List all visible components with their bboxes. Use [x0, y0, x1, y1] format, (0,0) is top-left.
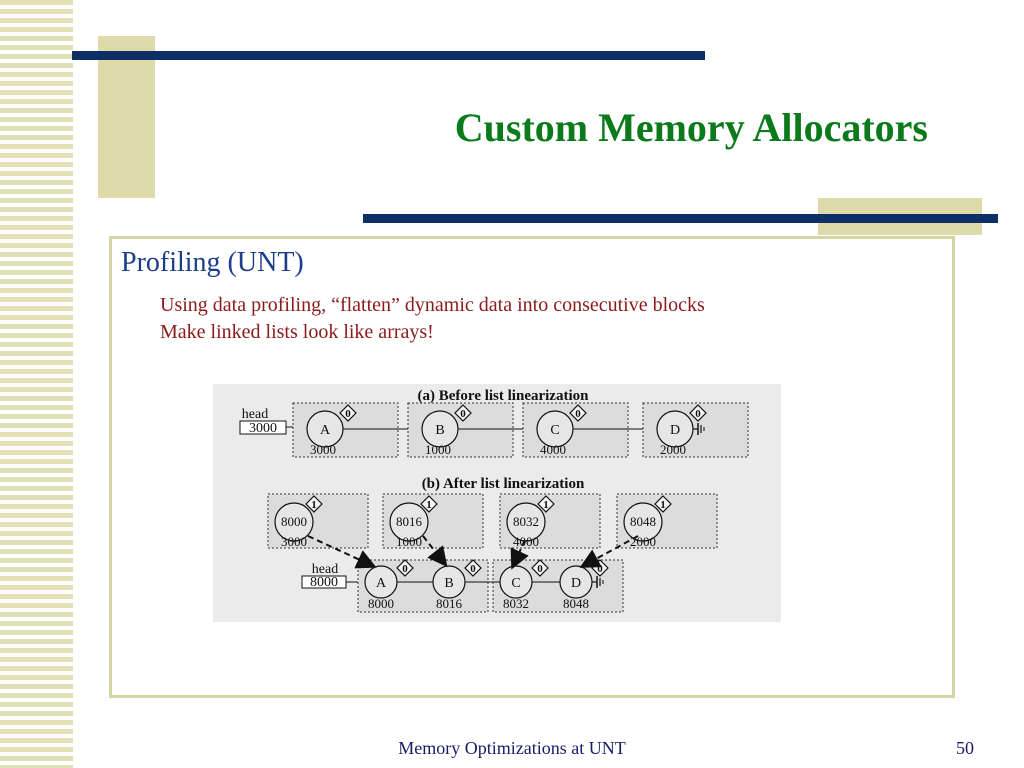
- section-heading: Profiling (UNT): [121, 247, 304, 278]
- caption-before: (a) Before list linearization: [418, 388, 590, 404]
- forward-address: 2000: [630, 534, 656, 549]
- node-label: A: [376, 576, 387, 591]
- node-label: D: [571, 576, 581, 591]
- node-label: C: [550, 423, 559, 438]
- forward-arrow: [307, 535, 377, 569]
- flag-diamond: [396, 559, 414, 577]
- forward-value: 8000: [281, 514, 307, 529]
- head-value: 8000: [310, 575, 338, 590]
- flag-diamond: [305, 495, 323, 513]
- forward-arrow: [422, 535, 448, 568]
- flag-value: 1: [311, 499, 317, 511]
- caption-after: (b) After list linearization: [422, 476, 585, 492]
- head-label: head: [312, 562, 338, 577]
- forward-node: [623, 502, 663, 542]
- node-address: 8000: [368, 596, 394, 611]
- page-number: 50: [956, 738, 974, 758]
- flag-diamond: [654, 495, 672, 513]
- head-value: 3000: [249, 421, 277, 436]
- flag-diamond: [420, 495, 438, 513]
- left-stripe-decoration: [0, 0, 73, 768]
- flag-diamond: [531, 559, 549, 577]
- forward-value: 8032: [513, 514, 539, 529]
- forward-value: 8016: [396, 514, 423, 529]
- top-beige-block: [98, 36, 155, 198]
- flag-value: 0: [460, 408, 466, 420]
- node-label: B: [444, 576, 453, 591]
- node-address: 8016: [436, 596, 463, 611]
- top-rule: [72, 51, 705, 60]
- flag-value: 0: [402, 563, 408, 575]
- node-address: 4000: [540, 442, 566, 457]
- node-address: 1000: [425, 442, 451, 457]
- node-label: B: [435, 423, 444, 438]
- flag-value: 1: [660, 499, 666, 511]
- flag-diamond: [569, 404, 587, 422]
- node-address: 2000: [660, 442, 686, 457]
- flag-diamond: [464, 559, 482, 577]
- bullet-item: Using data profiling, “flatten” dynamic …: [160, 294, 705, 316]
- bottom-rule: [363, 214, 998, 223]
- flag-value: 0: [575, 408, 581, 420]
- node-address: 8032: [503, 596, 529, 611]
- forward-address: 1000: [396, 534, 422, 549]
- flag-diamond: [454, 404, 472, 422]
- flag-value: 0: [695, 408, 701, 420]
- flag-value: 1: [543, 499, 549, 511]
- forward-node: [274, 502, 314, 542]
- flag-value: 0: [470, 563, 476, 575]
- forward-address: 4000: [513, 534, 539, 549]
- node-address: 3000: [310, 442, 336, 457]
- forward-arrow: [510, 539, 529, 570]
- node-label: A: [320, 423, 331, 438]
- flag-value: 0: [597, 563, 603, 575]
- slide-title: Custom Memory Allocators: [454, 105, 928, 150]
- forward-node: [389, 502, 429, 542]
- node-label: D: [670, 423, 680, 438]
- forward-node: [506, 502, 546, 542]
- flag-value: 0: [537, 563, 543, 575]
- flag-diamond: [339, 404, 357, 422]
- forward-address: 3000: [281, 534, 307, 549]
- bullet-item: Make linked lists look like arrays!: [160, 321, 434, 343]
- node-address: 8048: [563, 596, 589, 611]
- flag-diamond: [537, 495, 555, 513]
- forward-value: 8048: [630, 514, 656, 529]
- flag-diamond: [689, 404, 707, 422]
- flag-value: 0: [345, 408, 351, 420]
- flag-value: 1: [426, 499, 432, 511]
- footer-text: Memory Optimizations at UNT: [398, 738, 626, 758]
- content-frame: [109, 236, 955, 698]
- forward-arrow: [579, 535, 639, 568]
- node-label: C: [511, 576, 520, 591]
- head-label: head: [242, 407, 268, 422]
